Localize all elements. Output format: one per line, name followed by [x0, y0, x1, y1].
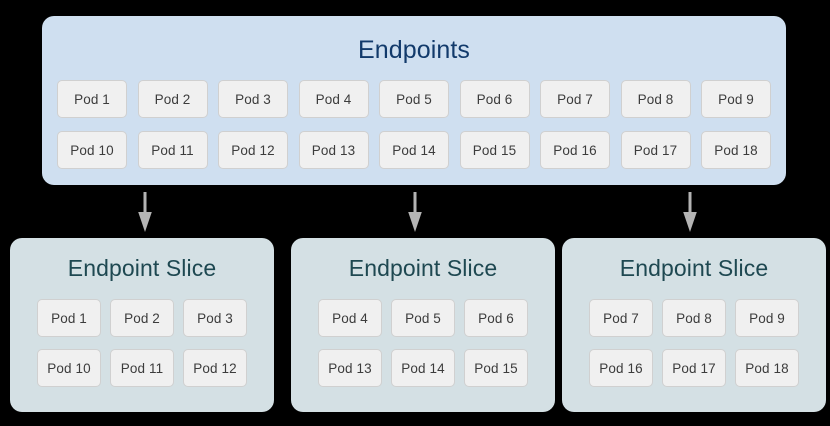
endpoint-slice-title: Endpoint Slice — [619, 255, 769, 281]
pod-chip[interactable]: Pod 2 — [110, 299, 174, 337]
pod-chip[interactable]: Pod 12 — [218, 131, 288, 169]
endpoint-slice-pod-grid: Pod 7 Pod 8 Pod 9 Pod 16 Pod 17 Pod 18 — [589, 299, 799, 387]
pod-chip[interactable]: Pod 11 — [110, 349, 174, 387]
endpoints-pod-row: Pod 1 Pod 2 Pod 3 Pod 4 Pod 5 Pod 6 Pod … — [57, 80, 771, 118]
pod-chip[interactable]: Pod 8 — [620, 80, 691, 118]
pod-chip[interactable]: Pod 8 — [662, 299, 726, 337]
endpoints-panel: Endpoints Pod 1 Pod 2 Pod 3 Pod 4 Pod 5 … — [42, 16, 786, 185]
endpoint-slice-pod-row: Pod 13 Pod 14 Pod 15 — [318, 349, 528, 387]
endpoints-pod-row: Pod 10 Pod 11 Pod 12 Pod 13 Pod 14 Pod 1… — [57, 131, 771, 169]
endpoint-slice-pod-row: Pod 4 Pod 5 Pod 6 — [318, 299, 528, 337]
endpoint-slice-panel: Endpoint Slice Pod 7 Pod 8 Pod 9 Pod 16 … — [562, 238, 826, 412]
pod-chip[interactable]: Pod 18 — [735, 349, 799, 387]
endpoints-panel-title: Endpoints — [357, 36, 471, 64]
pod-chip[interactable]: Pod 10 — [37, 349, 101, 387]
pod-chip[interactable]: Pod 3 — [183, 299, 247, 337]
pod-chip[interactable]: Pod 15 — [464, 349, 528, 387]
pod-chip[interactable]: Pod 6 — [459, 80, 530, 118]
endpoint-slice-pod-row: Pod 1 Pod 2 Pod 3 — [37, 299, 247, 337]
pod-chip[interactable]: Pod 16 — [589, 349, 653, 387]
endpoint-slice-pod-row: Pod 10 Pod 11 Pod 12 — [37, 349, 247, 387]
endpoint-slice-title: Endpoint Slice — [348, 255, 498, 281]
pod-chip[interactable]: Pod 15 — [459, 131, 530, 169]
pod-chip[interactable]: Pod 17 — [620, 131, 691, 169]
pod-chip[interactable]: Pod 14 — [391, 349, 455, 387]
pod-chip[interactable]: Pod 14 — [379, 131, 449, 169]
pod-chip[interactable]: Pod 7 — [589, 299, 653, 337]
pod-chip[interactable]: Pod 5 — [391, 299, 455, 337]
pod-chip[interactable]: Pod 9 — [735, 299, 799, 337]
endpoint-slice-panel: Endpoint Slice Pod 4 Pod 5 Pod 6 Pod 13 … — [291, 238, 555, 412]
endpoint-slice-pod-grid: Pod 1 Pod 2 Pod 3 Pod 10 Pod 11 Pod 12 — [37, 299, 247, 387]
endpoint-slice-panel: Endpoint Slice Pod 1 Pod 2 Pod 3 Pod 10 … — [10, 238, 274, 412]
pod-chip[interactable]: Pod 4 — [298, 80, 369, 118]
pod-chip[interactable]: Pod 17 — [662, 349, 726, 387]
pod-chip[interactable]: Pod 3 — [218, 80, 288, 118]
pod-chip[interactable]: Pod 1 — [37, 299, 101, 337]
pod-chip[interactable]: Pod 1 — [57, 80, 127, 118]
endpoint-slice-title: Endpoint Slice — [67, 255, 217, 281]
pod-chip[interactable]: Pod 6 — [464, 299, 528, 337]
pod-chip[interactable]: Pod 10 — [57, 131, 127, 169]
pod-chip[interactable]: Pod 16 — [540, 131, 610, 169]
pod-chip[interactable]: Pod 12 — [183, 349, 247, 387]
endpoints-pod-grid: Pod 1 Pod 2 Pod 3 Pod 4 Pod 5 Pod 6 Pod … — [57, 80, 771, 169]
pod-chip[interactable]: Pod 13 — [318, 349, 382, 387]
pod-chip[interactable]: Pod 4 — [318, 299, 382, 337]
pod-chip[interactable]: Pod 11 — [137, 131, 208, 169]
pod-chip[interactable]: Pod 18 — [701, 131, 771, 169]
endpoint-slice-pod-row: Pod 16 Pod 17 Pod 18 — [589, 349, 799, 387]
pod-chip[interactable]: Pod 2 — [137, 80, 208, 118]
pod-chip[interactable]: Pod 5 — [379, 80, 449, 118]
pod-chip[interactable]: Pod 7 — [540, 80, 610, 118]
endpoint-slice-pod-row: Pod 7 Pod 8 Pod 9 — [589, 299, 799, 337]
arrow-down-icon — [138, 192, 152, 232]
arrow-down-icon — [408, 192, 422, 232]
arrow-down-icon — [683, 192, 697, 232]
pod-chip[interactable]: Pod 9 — [701, 80, 771, 118]
pod-chip[interactable]: Pod 13 — [298, 131, 369, 169]
endpoint-slice-pod-grid: Pod 4 Pod 5 Pod 6 Pod 13 Pod 14 Pod 15 — [318, 299, 528, 387]
